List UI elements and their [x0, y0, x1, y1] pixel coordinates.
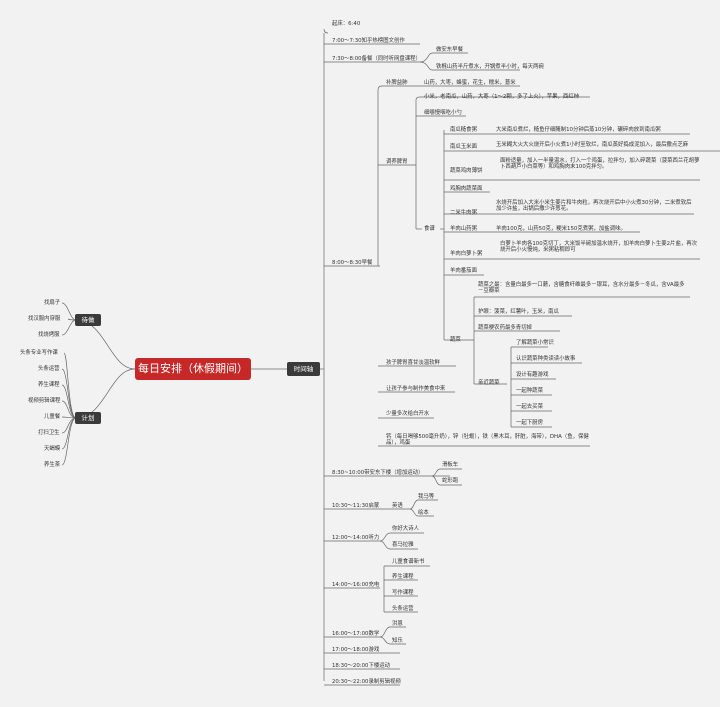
charge-item[interactable]: 养生课程 — [392, 574, 414, 580]
plan-item[interactable]: 视频剪辑课程 — [28, 398, 61, 404]
close-item[interactable]: 一起下厨房 — [516, 420, 543, 426]
recipe-text[interactable]: 面粉适量，加入一半量温水，打入一个鸡蛋，拉拌匀，加入碎蔬菜（菠菜西兰花胡萝卜西葫… — [500, 158, 700, 171]
math-item[interactable]: 洪恩 — [392, 621, 403, 627]
node-enlighten[interactable]: 10:30～11:30启蒙 — [332, 503, 380, 509]
close-item[interactable]: 了解蔬菜小常识 — [516, 340, 554, 346]
recipe-text[interactable]: 水烧开后加入大米小米生姜片和牛肉粒，再次烧开后中小火煮30分钟，二米煮软后加少许… — [496, 200, 692, 213]
branch-plan[interactable]: 计划 — [75, 412, 101, 424]
node-listen[interactable]: 12:00～14:00听力 — [332, 535, 380, 541]
veg-pepper[interactable]: 蔬菜梗农药最多青切掉 — [478, 325, 532, 331]
branch-todo[interactable]: 待做 — [75, 314, 101, 326]
node-breakfast[interactable]: 8:00～8:30早餐 — [332, 260, 373, 266]
node-outdoor[interactable]: 18:30～20:00下楼运动 — [332, 663, 391, 669]
recipe-name[interactable]: 蔬菜鸡肉薄饼 — [450, 168, 483, 174]
node-prebf[interactable]: 7:30～8:00备餐（同时听网盘课程） — [332, 56, 421, 62]
plan-item[interactable]: 头条运营 — [38, 366, 60, 372]
node-math[interactable]: 16:00～17:00数学 — [332, 631, 380, 637]
close-item[interactable]: 设计有趣游戏 — [516, 372, 549, 378]
recipe-name[interactable]: 羊肉白萝卜粥 — [450, 251, 483, 257]
walk-item[interactable]: 滑板车 — [442, 462, 459, 468]
recipe-name[interactable]: 南瓜糙食粥 — [450, 127, 477, 133]
root-topic[interactable]: 每日安排（休假期间） — [135, 358, 251, 380]
node-nutrition[interactable]: 钙（每日喝够500毫升奶），锌（牡蛎），铁（黑木耳，肝脏，海带），DHA（鱼，保… — [386, 434, 589, 447]
prebf-item[interactable]: 做安东早餐 — [436, 47, 463, 53]
node-veg[interactable]: 蔬菜 — [450, 337, 461, 343]
node-kids[interactable]: 孩子脾胃喜甘淡温软鲜 — [386, 360, 440, 366]
math-item[interactable]: 知乐 — [392, 638, 403, 644]
node-water[interactable]: 少量多次给白开水 — [386, 411, 430, 417]
node-game[interactable]: 17:00～18:00游戏 — [332, 647, 380, 653]
veg-eye[interactable]: 护眼：菠菜，红薯叶，玉米，南瓜 — [478, 309, 559, 315]
walk-item[interactable]: 蛇形跑 — [442, 478, 459, 484]
close-item[interactable]: 一起去买菜 — [516, 404, 543, 410]
node-food[interactable]: 食谱 — [424, 226, 435, 232]
charge-item[interactable]: 儿童食谱新书 — [392, 559, 425, 565]
node-close-veg[interactable]: 亲近蔬菜 — [478, 380, 500, 386]
recipe-name[interactable]: 二米牛肉粥 — [450, 210, 477, 216]
recipe-text[interactable]: 白萝卜羊肉各100克切丁，大米饭半碗加温水烧开，加羊肉白萝卜生姜2片盐，再次烧开… — [500, 241, 698, 254]
charge-item[interactable]: 头条运营 — [392, 606, 414, 612]
prebf-item[interactable]: 铁棍山药半斤煮水，开锅煮半小时，每天两碗 — [436, 64, 544, 70]
chew-text[interactable]: 细嚼慢咽吃小勺 — [424, 110, 462, 116]
recipe-name[interactable]: 羊肉番茄面 — [450, 268, 477, 274]
recipe-name[interactable]: 鸡胸肉蔬菜面 — [450, 186, 483, 192]
veg-rule[interactable]: 蔬菜之最：含量白最多一口蘑，含糖食纤维最多－银耳，含水分最多－冬瓜，含VA最多－… — [478, 282, 685, 295]
todo-item[interactable]: 找扇子 — [44, 300, 61, 306]
node-regulate[interactable]: 调养脾胃 — [386, 159, 408, 165]
plan-item[interactable]: 打扫卫生 — [38, 430, 60, 436]
node-spleen[interactable]: 补脾益肺 — [386, 80, 408, 86]
node-cook[interactable]: 让孩子参与制作美食中来 — [386, 386, 446, 392]
node-wake[interactable]: 起床：6:40 — [332, 21, 361, 27]
close-item[interactable]: 一起种蔬菜 — [516, 388, 543, 394]
recipe-text[interactable]: 大米南瓜煮烂，糙鱼仔细腌制10分钟后蒸10分钟，碾碎肉放到南瓜粥 — [496, 127, 661, 133]
todo-item[interactable]: 找烧烤服 — [38, 332, 60, 338]
branch-timeline[interactable]: 时间轴 — [287, 362, 320, 376]
close-item[interactable]: 认识蔬菜种类读读小故事 — [516, 356, 576, 362]
todo-item[interactable]: 找汉服内穿服 — [28, 316, 61, 322]
plan-item[interactable]: 养生茶 — [44, 462, 61, 468]
node-charge[interactable]: 14:00～16:00充电 — [332, 582, 380, 588]
recipe-text[interactable]: 羊肉100克，山药50克，粳米150克煮粥，加盐调味。 — [496, 226, 626, 232]
recipe-name[interactable]: 南瓜玉米面 — [450, 144, 477, 150]
plan-item[interactable]: 天蝎蟆 — [44, 446, 61, 452]
plan-item[interactable]: 头条专业写作课 — [20, 350, 58, 356]
charge-item[interactable]: 写作课程 — [392, 590, 414, 596]
listen-item[interactable]: 你好大诗人 — [392, 526, 419, 532]
english-node[interactable]: 英语 — [392, 503, 403, 509]
node-edit[interactable]: 20:30～22:00录制剪辑视频 — [332, 679, 401, 685]
recipe-name[interactable]: 羊肉山药粥 — [450, 226, 477, 232]
listen-item[interactable]: 喜马拉雅 — [392, 542, 414, 548]
node-walk[interactable]: 8:30~10:00带安东下楼（增加运动） — [332, 470, 424, 476]
node-write[interactable]: 7:00～7:30知乎热榜图文创作 — [332, 38, 405, 44]
spleen-text[interactable]: 山药，大枣，蜂蜜，花生，糯米，薏米 — [424, 80, 516, 86]
recipe-text[interactable]: 玉米糊大火大火烧开后小火煮1小时至软烂，南瓜蒸好捣成泥加入，最后撒点芝麻 — [496, 142, 689, 148]
plan-item[interactable]: 养生课程 — [38, 382, 60, 388]
english-item[interactable]: 绘本 — [418, 510, 429, 516]
plan-item[interactable]: 儿童餐 — [44, 414, 61, 420]
porridge-text[interactable]: 小米，老南瓜，山药，大枣（1～2颗，多了上火），苹果，西红柿 — [424, 94, 580, 100]
english-item[interactable]: 我马等 — [418, 494, 435, 500]
